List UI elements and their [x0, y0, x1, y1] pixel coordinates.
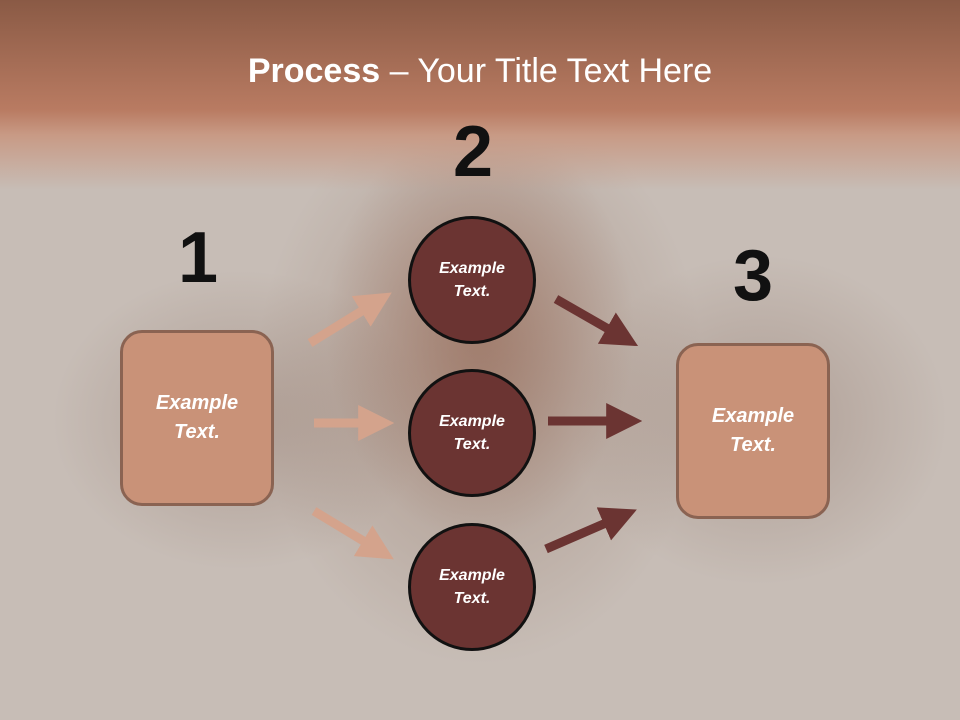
slide-title: Process – Your Title Text Here [0, 52, 960, 91]
title-band [0, 0, 960, 190]
arrow-top-to-right [553, 295, 639, 347]
left-box: Example Text. [120, 330, 274, 506]
circle-top: Example Text. [408, 216, 536, 344]
arrow-bottom-to-right [544, 507, 637, 554]
circle-middle: Example Text. [408, 369, 536, 497]
right-box-text: Example Text. [711, 405, 795, 456]
circle-bottom-text: Example Text. [439, 567, 505, 607]
step-number-1: 1 [177, 218, 219, 298]
step-number-3: 3 [732, 236, 774, 316]
right-box: Example Text. [676, 343, 830, 519]
arrow-left-to-top [307, 292, 392, 347]
step-number-2: 2 [452, 112, 494, 192]
left-box-text: Example Text. [155, 392, 239, 443]
circle-bottom: Example Text. [408, 523, 536, 651]
arrow-left-to-bottom [311, 507, 394, 560]
circle-middle-text: Example Text. [439, 413, 505, 453]
title-bold: Process [247, 52, 381, 90]
circle-top-text: Example Text. [439, 260, 505, 300]
title-rest: – Your Title Text Here [380, 52, 713, 90]
